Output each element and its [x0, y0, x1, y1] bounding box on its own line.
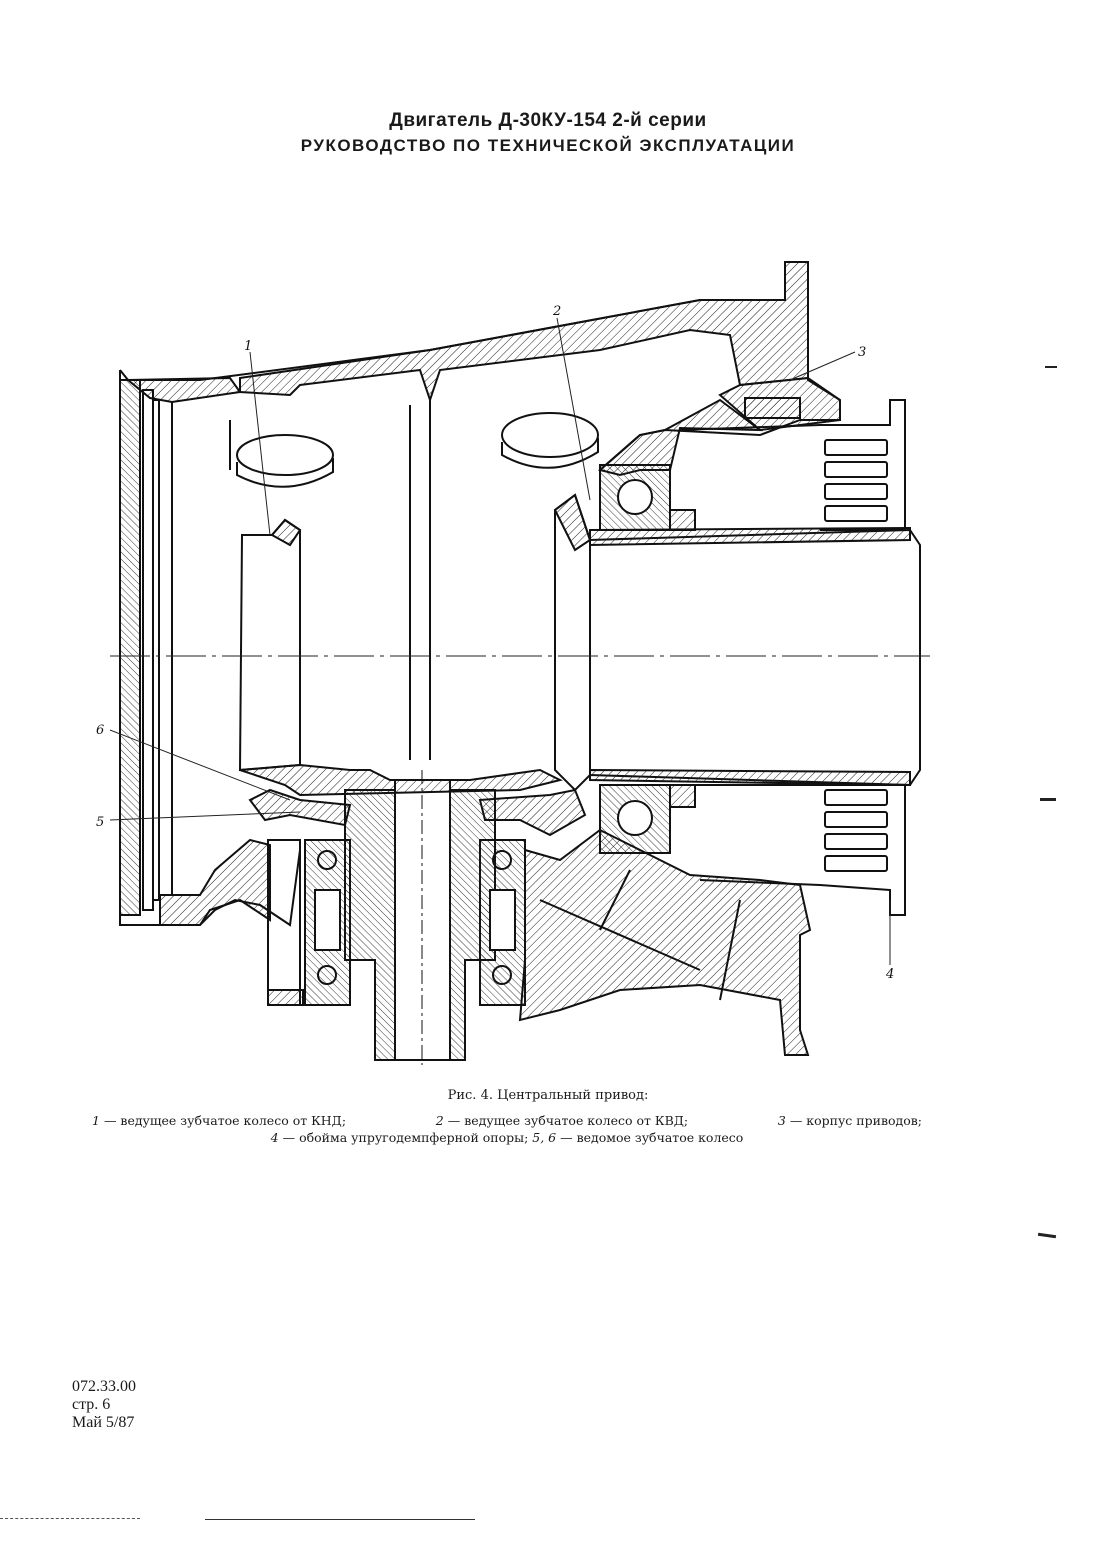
lower-housing: [518, 828, 812, 1056]
legend-item-1: 1 — ведущее зубчатое колесо от КНД;: [92, 1113, 347, 1128]
scan-mark: [1037, 1232, 1057, 1239]
figure-caption: Рис. 4. Центральный привод:: [447, 1088, 649, 1103]
central-drive-drawing: 1 2 3 4 5 6: [96, 261, 930, 1065]
vertical-drive-shaft: [344, 770, 496, 1065]
legend-item-4: 4 — обойма упругодемпферной опоры;: [270, 1130, 529, 1145]
callout-5: 5: [96, 815, 104, 830]
document-title: Двигатель Д-30КУ-154 2-й серии: [389, 110, 707, 131]
document-subtitle: РУКОВОДСТВО ПО ТЕХНИЧЕСКОЙ ЭКСПЛУАТАЦИИ: [300, 136, 796, 155]
callout-2: 2: [552, 304, 561, 319]
driven-gear-5-6: [239, 763, 587, 837]
callout-6: 6: [96, 723, 104, 738]
drive-housing: [119, 261, 841, 927]
revision-date: Май 5/87: [72, 1414, 135, 1431]
figure-legend: 1 — ведущее зубчатое колесо от КНД; 2 — …: [92, 1112, 922, 1146]
bottom-rule-left: [0, 1518, 140, 1519]
gear-1-knd: [238, 518, 302, 772]
side-bearings: [267, 839, 526, 1006]
bearing-lower: [599, 784, 696, 854]
damper-cage-4: [679, 397, 906, 916]
leader-lines: [109, 317, 891, 965]
inspection-ovals: [236, 412, 599, 488]
page-footer: 072.33.00 стр. 6 Май 5/87: [72, 1378, 136, 1432]
page-number: стр. 6: [72, 1396, 111, 1413]
bottom-rule-center: [205, 1519, 475, 1520]
callout-4: 4: [885, 967, 894, 982]
doc-number: 072.33.00: [72, 1378, 136, 1395]
legend-item-5-6: 5, 6 — ведомое зубчатое колесо: [532, 1130, 744, 1145]
bearing-upper: [599, 464, 696, 531]
legend-item-3: 3 — корпус приводов;: [777, 1113, 922, 1128]
callout-3: 3: [858, 345, 866, 360]
shaft-kvd: [553, 493, 921, 792]
callout-labels: 1 2 3 4 5 6: [96, 304, 894, 982]
page-header: Двигатель Д-30КУ-154 2-й серии РУКОВОДСТ…: [0, 108, 1096, 158]
scan-mark: [1040, 798, 1056, 801]
callout-1: 1: [244, 339, 252, 354]
scan-mark: [1045, 366, 1057, 368]
legend-item-2: 2 — ведущее зубчатое колесо от КВД;: [435, 1113, 689, 1128]
